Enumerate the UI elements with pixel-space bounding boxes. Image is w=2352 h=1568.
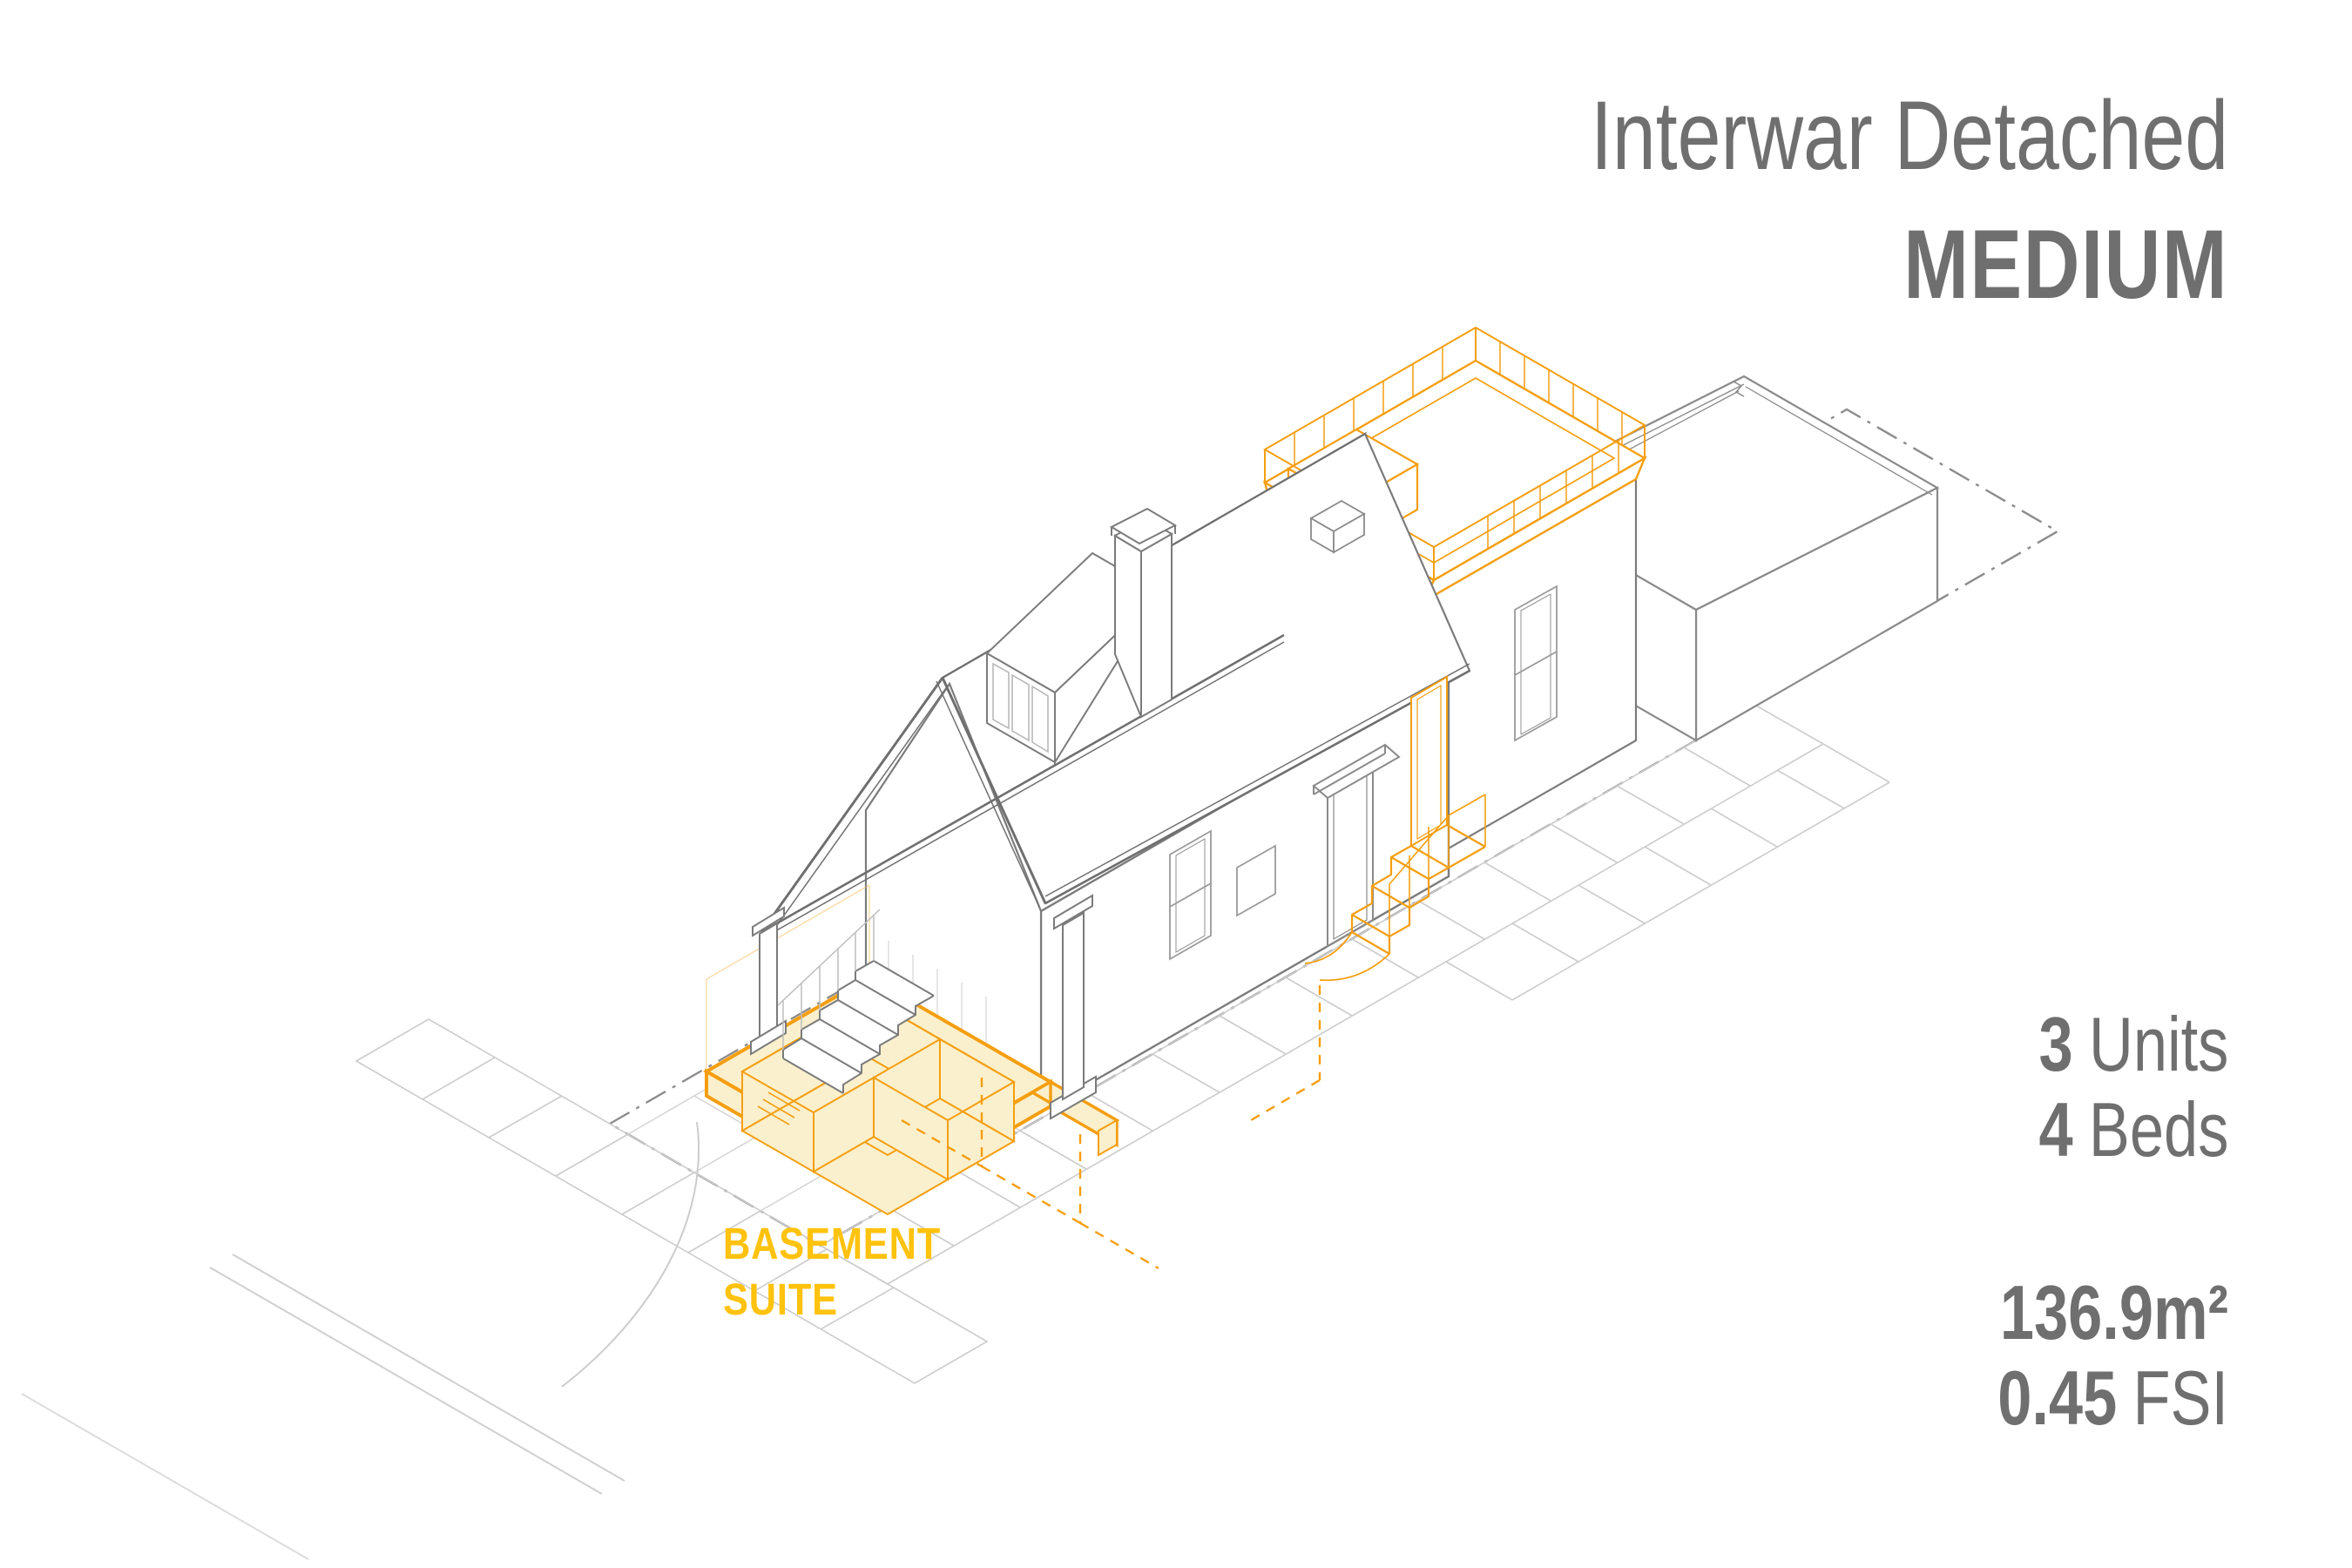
basement-suite-label: BASEMENT SUITE: [723, 1216, 941, 1328]
rear-setback-guide: [1244, 985, 1321, 1125]
side-window-small: [1236, 844, 1276, 917]
porch: [750, 894, 1097, 1120]
side-walkway-tiles: [820, 705, 1824, 1285]
porch-stairs-railing: [777, 909, 881, 1050]
dormer-windows: [992, 662, 1049, 754]
rear-door: [1410, 675, 1448, 848]
roof-skylight-box: [1309, 499, 1366, 554]
beds-value: 4: [2038, 1086, 2073, 1173]
side-door-canopy: [1312, 743, 1401, 948]
side-window-upper: [1169, 829, 1212, 961]
setback-guides: [901, 1078, 1159, 1270]
porch-column-right: [1050, 894, 1097, 1120]
area-value: 136.9m²: [1999, 1269, 2228, 1355]
front-sidewalk: [355, 1018, 989, 1384]
main-house: [760, 431, 1471, 1114]
driveway-curve: [561, 1121, 700, 1388]
fsi-value: 0.45: [1997, 1355, 2118, 1441]
basement-suite-label-line1: BASEMENT: [723, 1219, 942, 1268]
street-curb: [21, 1254, 625, 1560]
rear-path-curve: [1304, 931, 1390, 982]
rear-stairs-railing: [1389, 794, 1486, 936]
area-line: 136.9m²: [1997, 1270, 2228, 1355]
title-block: Interwar Detached MEDIUM: [1591, 71, 2228, 329]
page-title: Interwar Detached: [1590, 81, 2228, 190]
page-subtitle: MEDIUM: [1903, 210, 2228, 319]
units-value: 3: [2038, 1001, 2073, 1087]
porch-stairs: [777, 909, 935, 1094]
chimney: [1109, 507, 1178, 719]
porch-column-left: [750, 906, 787, 1056]
suite-steps: [757, 1092, 801, 1125]
suite-partition: [873, 1076, 949, 1181]
rear-patio-tiles: [1445, 743, 1890, 1001]
rear-entry: [1244, 675, 1486, 1125]
roof-fascia: [760, 433, 1470, 941]
basement-suite-label-line2: SUITE: [723, 1274, 838, 1324]
beds-label: Beds: [2088, 1086, 2228, 1173]
fsi-label: FSI: [2132, 1355, 2228, 1441]
units-label: Units: [2088, 1001, 2228, 1087]
addition-window: [1514, 585, 1558, 742]
